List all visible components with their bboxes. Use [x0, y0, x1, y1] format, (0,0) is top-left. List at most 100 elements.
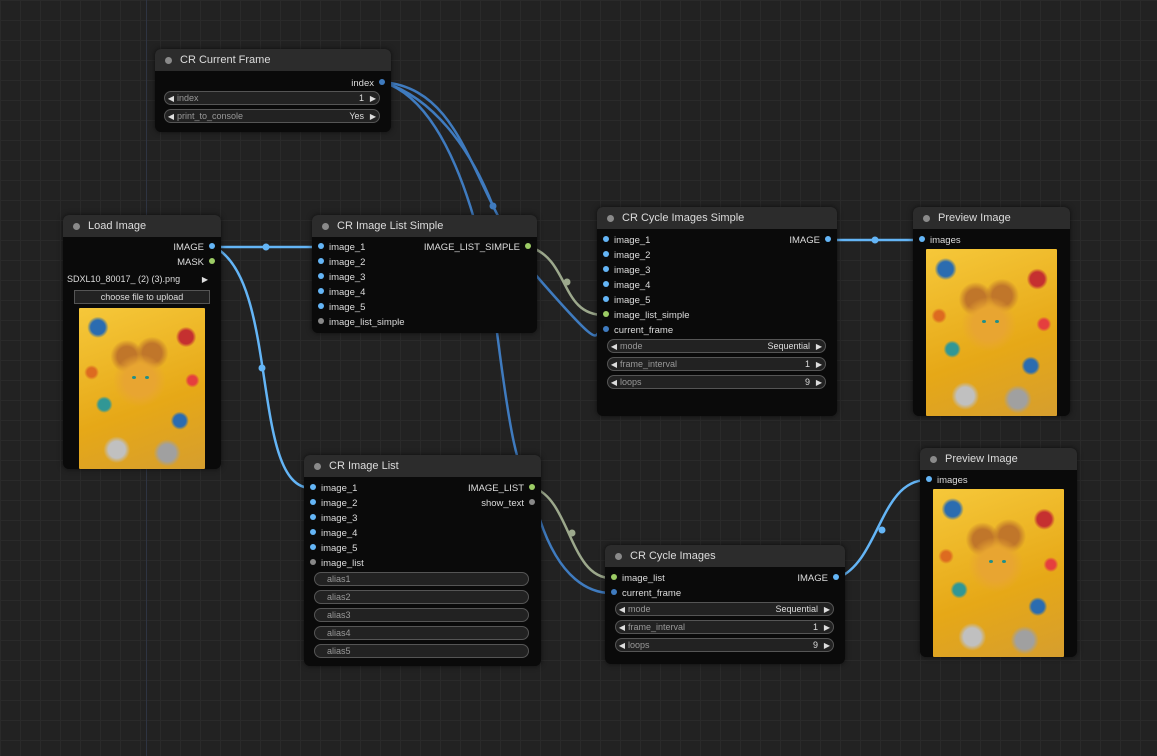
slot-pin-icon[interactable] — [318, 258, 324, 265]
increment-arrow-icon[interactable]: ▶ — [369, 93, 377, 103]
slot-pin-icon[interactable] — [603, 266, 609, 273]
slot-pin-icon[interactable] — [833, 574, 839, 581]
input-slot-image-4[interactable]: image_4 — [603, 278, 650, 293]
increment-arrow-icon[interactable]: ▶ — [201, 274, 209, 284]
input-slot-image-3[interactable]: image_3 — [318, 270, 365, 285]
decrement-arrow-icon[interactable]: ◀ — [167, 111, 175, 121]
slot-pin-icon[interactable] — [310, 544, 316, 551]
node-title-bar[interactable]: CR Current Frame — [155, 49, 391, 71]
slot-pin-icon[interactable] — [310, 499, 316, 506]
slot-pin-icon[interactable] — [529, 499, 535, 506]
increment-arrow-icon[interactable]: ▶ — [369, 111, 377, 121]
slot-pin-icon[interactable] — [310, 559, 316, 566]
widget-mode[interactable]: ◀ mode Sequential ▶ — [607, 339, 826, 353]
output-slot-image-list-simple[interactable]: IMAGE_LIST_SIMPLE — [424, 240, 531, 255]
decrement-arrow-icon[interactable]: ◀ — [610, 377, 618, 387]
slot-pin-icon[interactable] — [209, 258, 215, 265]
decrement-arrow-icon[interactable]: ◀ — [610, 341, 618, 351]
slot-pin-icon[interactable] — [310, 484, 316, 491]
input-slot-image-list[interactable]: image_list — [611, 571, 665, 586]
decrement-arrow-icon[interactable]: ◀ — [167, 93, 175, 103]
slot-pin-icon[interactable] — [919, 236, 925, 243]
slot-pin-icon[interactable] — [310, 514, 316, 521]
node-title-bar[interactable]: CR Cycle Images — [605, 545, 845, 567]
node-load-image[interactable]: Load Image IMAGE MASK SDXL10_80017_ (2) … — [63, 215, 221, 469]
output-slot-index[interactable]: index — [351, 76, 385, 91]
collapse-dot-icon[interactable] — [930, 455, 937, 463]
output-slot-image[interactable]: IMAGE — [797, 571, 839, 586]
node-cr-cycle-images[interactable]: CR Cycle Images image_list current_frame… — [605, 545, 845, 664]
input-slot-image-2[interactable]: image_2 — [603, 248, 650, 263]
input-slot-image-list-simple[interactable]: image_list_simple — [603, 308, 690, 323]
node-cr-image-list[interactable]: CR Image List image_1 image_2 image_3 im… — [304, 455, 541, 666]
node-cr-cycle-images-simple[interactable]: CR Cycle Images Simple image_1 image_2 i… — [597, 207, 837, 416]
increment-arrow-icon[interactable]: ▶ — [815, 359, 823, 369]
widget-loops[interactable]: ◀ loops 9 ▶ — [615, 638, 834, 652]
collapse-dot-icon[interactable] — [615, 552, 622, 560]
collapse-dot-icon[interactable] — [165, 56, 172, 64]
upload-button[interactable]: choose file to upload — [74, 290, 210, 304]
increment-arrow-icon[interactable]: ▶ — [823, 604, 831, 614]
output-slot-image[interactable]: IMAGE — [173, 240, 215, 255]
node-cr-image-list-simple[interactable]: CR Image List Simple image_1 image_2 ima… — [312, 215, 537, 333]
slot-pin-icon[interactable] — [603, 236, 609, 243]
collapse-dot-icon[interactable] — [923, 214, 930, 222]
collapse-dot-icon[interactable] — [607, 214, 614, 222]
node-title-bar[interactable]: Preview Image — [920, 448, 1077, 470]
input-slot-image-list-simple[interactable]: image_list_simple — [318, 315, 405, 330]
input-slot-image-5[interactable]: image_5 — [310, 541, 357, 556]
slot-pin-icon[interactable] — [603, 251, 609, 258]
input-slot-current-frame[interactable]: current_frame — [603, 323, 673, 338]
slot-pin-icon[interactable] — [525, 243, 531, 250]
alias-field-2[interactable]: alias2 — [314, 590, 529, 604]
decrement-arrow-icon[interactable]: ◀ — [618, 640, 626, 650]
slot-pin-icon[interactable] — [318, 288, 324, 295]
widget-index[interactable]: ◀ index 1 ▶ — [164, 91, 380, 105]
widget-frame-interval[interactable]: ◀ frame_interval 1 ▶ — [615, 620, 834, 634]
input-slot-image-1[interactable]: image_1 — [310, 481, 357, 496]
output-slot-image-list[interactable]: IMAGE_LIST — [468, 481, 535, 496]
slot-pin-icon[interactable] — [825, 236, 831, 243]
node-title-bar[interactable]: Preview Image — [913, 207, 1070, 229]
increment-arrow-icon[interactable]: ▶ — [815, 341, 823, 351]
widget-loops[interactable]: ◀ loops 9 ▶ — [607, 375, 826, 389]
alias-field-5[interactable]: alias5 — [314, 644, 529, 658]
slot-pin-icon[interactable] — [318, 303, 324, 310]
slot-pin-icon[interactable] — [318, 243, 324, 250]
input-slot-image-2[interactable]: image_2 — [310, 496, 357, 511]
slot-pin-icon[interactable] — [603, 311, 609, 318]
input-slot-image-1[interactable]: image_1 — [318, 240, 365, 255]
input-slot-image-5[interactable]: image_5 — [603, 293, 650, 308]
input-slot-current-frame[interactable]: current_frame — [611, 586, 681, 601]
output-slot-image[interactable]: IMAGE — [789, 233, 831, 248]
collapse-dot-icon[interactable] — [73, 222, 80, 230]
increment-arrow-icon[interactable]: ▶ — [815, 377, 823, 387]
increment-arrow-icon[interactable]: ▶ — [823, 622, 831, 632]
input-slot-image-1[interactable]: image_1 — [603, 233, 650, 248]
widget-print-to-console[interactable]: ◀ print_to_console Yes ▶ — [164, 109, 380, 123]
node-cr-current-frame[interactable]: CR Current Frame index ◀ index 1 ▶ ◀ pri… — [155, 49, 391, 132]
widget-mode[interactable]: ◀ mode Sequential ▶ — [615, 602, 834, 616]
slot-pin-icon[interactable] — [209, 243, 215, 250]
node-title-bar[interactable]: CR Image List — [304, 455, 541, 477]
decrement-arrow-icon[interactable]: ◀ — [618, 604, 626, 614]
collapse-dot-icon[interactable] — [322, 222, 329, 230]
slot-pin-icon[interactable] — [379, 79, 385, 86]
input-slot-image-3[interactable]: image_3 — [310, 511, 357, 526]
slot-pin-icon[interactable] — [310, 529, 316, 536]
output-slot-show-text[interactable]: show_text — [481, 496, 535, 511]
slot-pin-icon[interactable] — [611, 589, 617, 596]
slot-pin-icon[interactable] — [318, 318, 324, 325]
alias-field-3[interactable]: alias3 — [314, 608, 529, 622]
node-title-bar[interactable]: Load Image — [63, 215, 221, 237]
collapse-dot-icon[interactable] — [314, 462, 321, 470]
input-slot-images[interactable]: images — [919, 233, 961, 248]
slot-pin-icon[interactable] — [611, 574, 617, 581]
alias-field-4[interactable]: alias4 — [314, 626, 529, 640]
output-slot-mask[interactable]: MASK — [177, 255, 215, 270]
input-slot-image-4[interactable]: image_4 — [318, 285, 365, 300]
input-slot-images[interactable]: images — [926, 473, 968, 488]
node-preview-image-2[interactable]: Preview Image images — [920, 448, 1077, 657]
decrement-arrow-icon[interactable]: ◀ — [618, 622, 626, 632]
slot-pin-icon[interactable] — [318, 273, 324, 280]
